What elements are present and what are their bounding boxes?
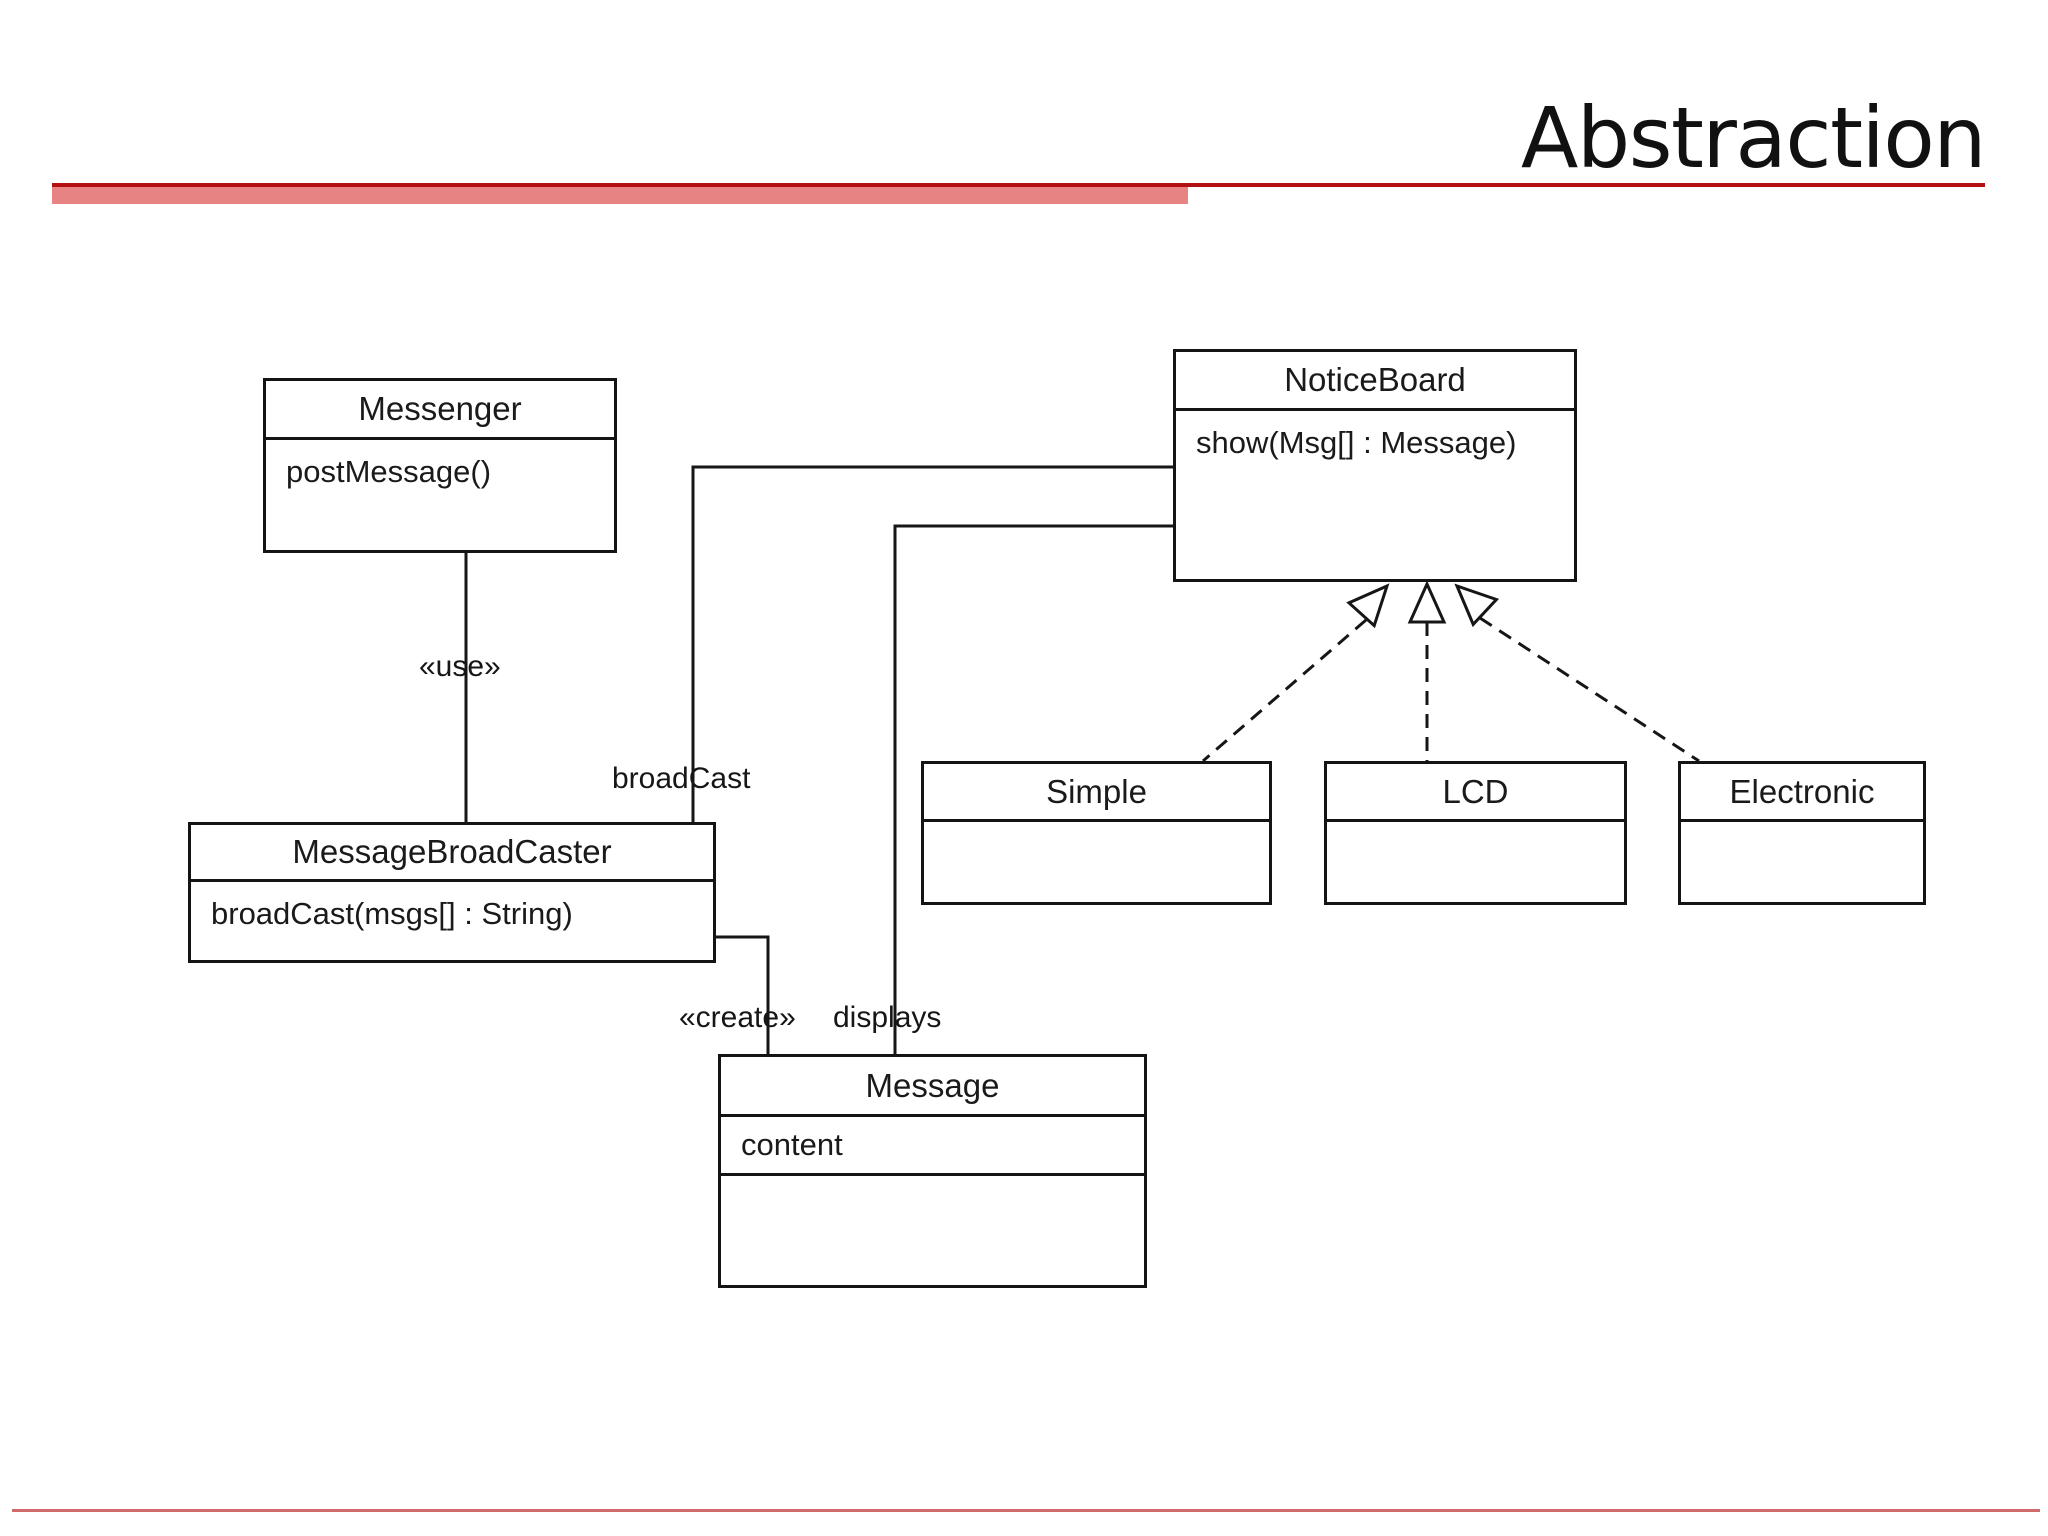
class-box-electronic: Electronic: [1678, 761, 1926, 905]
simple-realization-line: [1202, 618, 1367, 763]
broadcast-label: broadCast: [612, 762, 751, 795]
class-name: Message: [721, 1057, 1144, 1117]
displays-label: displays: [833, 1001, 942, 1034]
inheritance-triangle-icon: [1454, 583, 1500, 628]
class-box-noticeboard: NoticeBoard show(Msg[] : Message): [1173, 349, 1577, 582]
create-label: «create»: [679, 1001, 796, 1034]
class-name: NoticeBoard: [1176, 352, 1574, 411]
inheritance-triangle-icon: [1407, 580, 1447, 624]
title-underline-pink-bar: [52, 187, 1188, 204]
class-body-empty: [721, 1176, 1144, 1190]
class-body-empty: [1681, 822, 1923, 836]
class-method: broadCast(msgs[] : String): [211, 896, 573, 931]
create-association-line: [716, 935, 770, 1054]
class-name: Messenger: [266, 381, 614, 440]
class-box-lcd: LCD: [1324, 761, 1627, 905]
class-body-empty: [1327, 822, 1624, 836]
use-label: «use»: [419, 650, 501, 683]
displays-association-line: [893, 524, 1173, 1054]
class-box-messagebroadcaster: MessageBroadCaster broadCast(msgs[] : St…: [188, 822, 716, 963]
inheritance-triangle-icon: [1346, 583, 1390, 629]
electronic-realization-line: [1479, 616, 1700, 763]
footer-rule: [12, 1509, 2040, 1512]
class-name: MessageBroadCaster: [191, 825, 713, 882]
title-underline-thin: [52, 183, 1985, 187]
class-method: show(Msg[] : Message): [1196, 425, 1517, 460]
page-title: Abstraction: [1520, 89, 1987, 187]
class-attribute: content: [721, 1117, 1144, 1176]
class-method: postMessage(): [286, 454, 492, 489]
broadcast-association-line: [691, 465, 1173, 822]
class-body-empty: [924, 822, 1269, 836]
class-box-simple: Simple: [921, 761, 1272, 905]
class-name: LCD: [1327, 764, 1624, 822]
class-name: Simple: [924, 764, 1269, 822]
class-box-messenger: Messenger postMessage(): [263, 378, 617, 553]
class-box-message: Message content: [718, 1054, 1147, 1288]
class-name: Electronic: [1681, 764, 1923, 822]
